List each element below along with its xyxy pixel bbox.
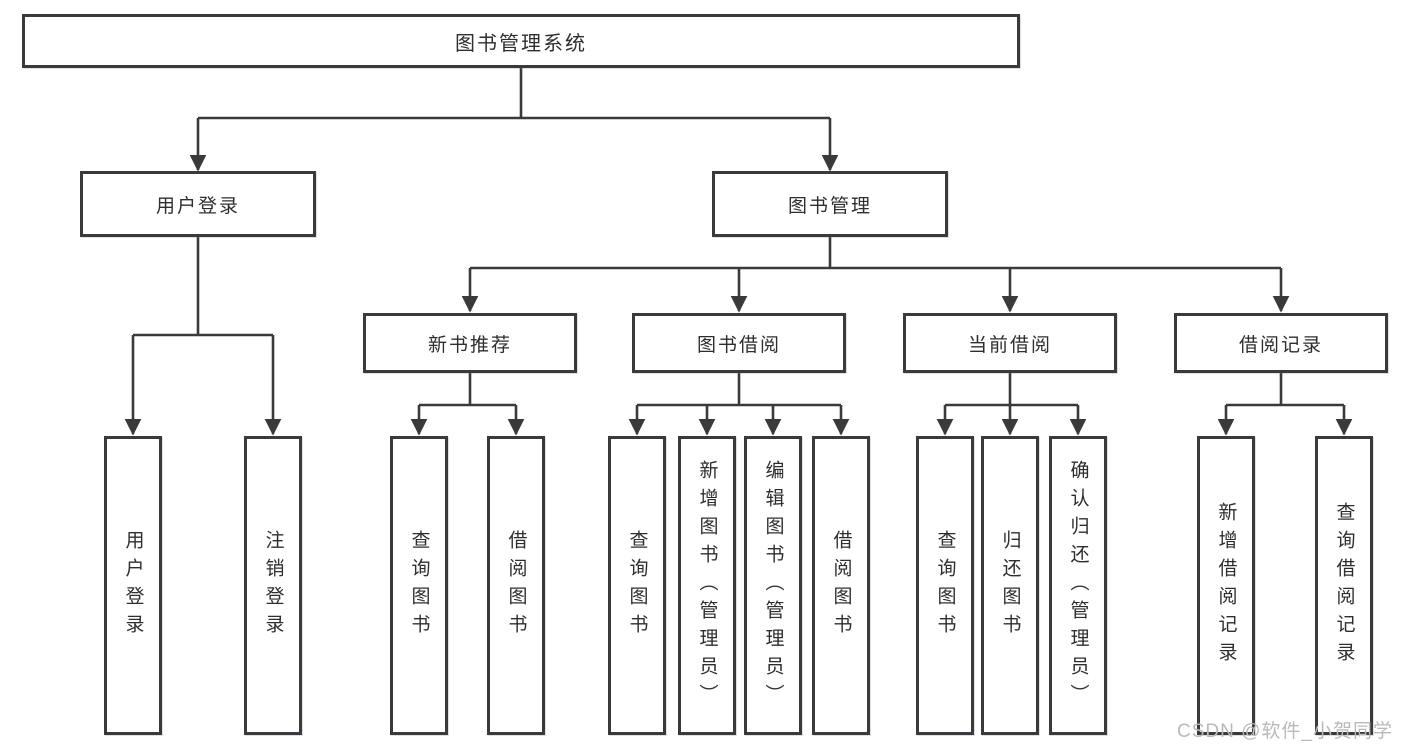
leaf-nbr-query-books-label: 查询图书 bbox=[408, 529, 430, 642]
leaf-nbr-borrow-books-label: 借阅图书 bbox=[505, 529, 527, 642]
leaf-user-login: 用户登录 bbox=[104, 436, 162, 735]
leaf-logout-login-label: 注销登录 bbox=[262, 529, 284, 642]
node-current-borrow: 当前借阅 bbox=[903, 313, 1117, 373]
leaf-br-add-record-label: 新增借阅记录 bbox=[1215, 501, 1237, 670]
node-root-system: 图书管理系统 bbox=[22, 14, 1020, 68]
node-book-management-label: 图书管理 bbox=[787, 195, 872, 217]
leaf-cb-return-books-label: 归还图书 bbox=[999, 529, 1021, 642]
leaf-br-query-record-label: 查询借阅记录 bbox=[1333, 501, 1355, 670]
node-new-book-recommend: 新书推荐 bbox=[363, 313, 577, 373]
leaf-user-login-label: 用户登录 bbox=[122, 529, 144, 642]
node-root-label: 图书管理系统 bbox=[455, 32, 587, 55]
leaf-cb-confirm-return-admin-label: 确认归还（管理员） bbox=[1067, 459, 1089, 712]
node-new-book-recommend-label: 新书推荐 bbox=[427, 334, 512, 356]
leaf-cb-query-books-label: 查询图书 bbox=[934, 529, 956, 642]
leaf-cb-return-books: 归还图书 bbox=[981, 436, 1039, 735]
node-user-login-label: 用户登录 bbox=[155, 195, 240, 217]
csdn-watermark: CSDN @软件_小贺同学 bbox=[1177, 721, 1393, 742]
leaf-bb-borrow-books-label: 借阅图书 bbox=[830, 529, 852, 642]
node-current-borrow-label: 当前借阅 bbox=[967, 334, 1052, 356]
leaf-bb-add-books-admin-label: 新增图书（管理员） bbox=[696, 459, 718, 712]
node-book-management: 图书管理 bbox=[712, 171, 948, 237]
leaf-cb-confirm-return-admin: 确认归还（管理员） bbox=[1049, 436, 1107, 735]
leaf-bb-edit-books-admin: 编辑图书（管理员） bbox=[744, 436, 802, 735]
node-user-login: 用户登录 bbox=[80, 171, 316, 237]
leaf-bb-borrow-books: 借阅图书 bbox=[812, 436, 870, 735]
leaf-nbr-query-books: 查询图书 bbox=[390, 436, 448, 735]
leaf-logout-login: 注销登录 bbox=[244, 436, 302, 735]
leaf-bb-edit-books-admin-label: 编辑图书（管理员） bbox=[762, 459, 784, 712]
leaf-bb-add-books-admin: 新增图书（管理员） bbox=[678, 436, 736, 735]
node-borrow-records: 借阅记录 bbox=[1174, 313, 1388, 373]
node-book-borrow: 图书借阅 bbox=[632, 313, 846, 373]
node-borrow-records-label: 借阅记录 bbox=[1238, 334, 1323, 356]
connector-lines bbox=[124, 68, 1353, 436]
leaf-cb-query-books: 查询图书 bbox=[916, 436, 974, 735]
leaf-bb-query-books: 查询图书 bbox=[608, 436, 666, 735]
leaf-br-query-record: 查询借阅记录 bbox=[1315, 436, 1373, 735]
leaf-br-add-record: 新增借阅记录 bbox=[1197, 436, 1255, 735]
leaf-nbr-borrow-books: 借阅图书 bbox=[487, 436, 545, 735]
leaf-bb-query-books-label: 查询图书 bbox=[626, 529, 648, 642]
node-book-borrow-label: 图书借阅 bbox=[696, 334, 781, 356]
